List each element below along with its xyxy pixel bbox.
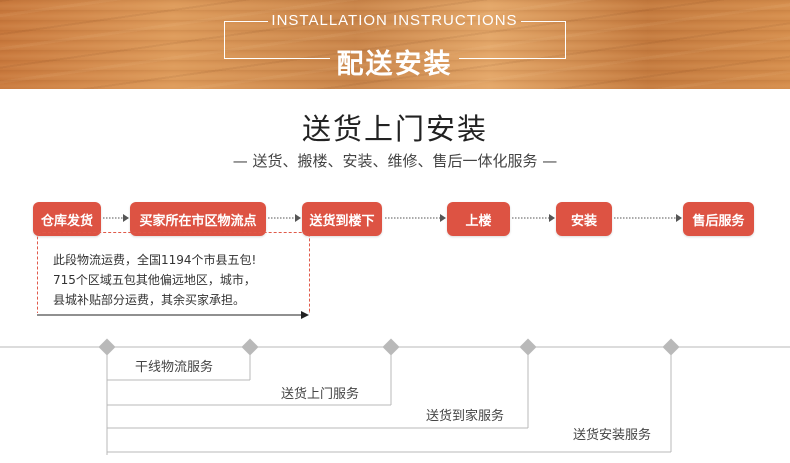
page-subtitle: — 送货、搬楼、安装、维修、售后一体化服务 —: [232, 152, 558, 170]
header-banner: INSTALLATION INSTRUCTIONS 配送安装: [0, 0, 790, 89]
service-delivery-installation: 送货安装服务: [573, 428, 652, 443]
frame-line: [459, 58, 566, 59]
banner-chinese-title: 配送安装: [336, 49, 453, 80]
arrow-right-icon: [614, 214, 682, 222]
step-city-logistics-point: 买家所在市区物流点: [130, 202, 266, 236]
note-line: 715个区域五包其他偏远地区，城市，: [53, 273, 256, 287]
wood-texture: [0, 0, 790, 89]
arrow-right-icon: [385, 214, 446, 222]
frame-line: [224, 21, 225, 59]
frame-line: [224, 21, 268, 22]
shipping-note-bracket: [37, 232, 310, 313]
shipping-note: 此段物流运费，全国1194个市县五包! 715个区域五包其他偏远地区，城市， 县…: [53, 250, 298, 310]
frame-line: [565, 21, 566, 59]
service-home-delivery: 送货到家服务: [426, 409, 505, 424]
step-installation: 安装: [556, 202, 612, 236]
frame-line: [521, 21, 566, 22]
service-door-delivery: 送货上门服务: [281, 387, 360, 402]
step-after-sales: 售后服务: [683, 202, 754, 236]
note-line: 此段物流运费，全国1194个市县五包!: [53, 253, 257, 267]
page-title: 送货上门安装: [301, 112, 488, 146]
arrow-right-icon: [512, 214, 555, 222]
arrow-right-icon: [103, 214, 129, 222]
note-arrow-icon: [37, 311, 309, 319]
note-line: 县城补贴部分运费，其余买家承担。: [53, 293, 246, 307]
service-trunk-logistics: 干线物流服务: [135, 360, 214, 375]
frame-line: [224, 58, 330, 59]
step-upstairs: 上楼: [447, 202, 510, 236]
step-warehouse-shipping: 仓库发货: [33, 202, 101, 236]
step-deliver-downstairs: 送货到楼下: [302, 202, 382, 236]
banner-english-title: INSTALLATION INSTRUCTIONS: [271, 12, 518, 29]
arrow-right-icon: [268, 214, 301, 222]
